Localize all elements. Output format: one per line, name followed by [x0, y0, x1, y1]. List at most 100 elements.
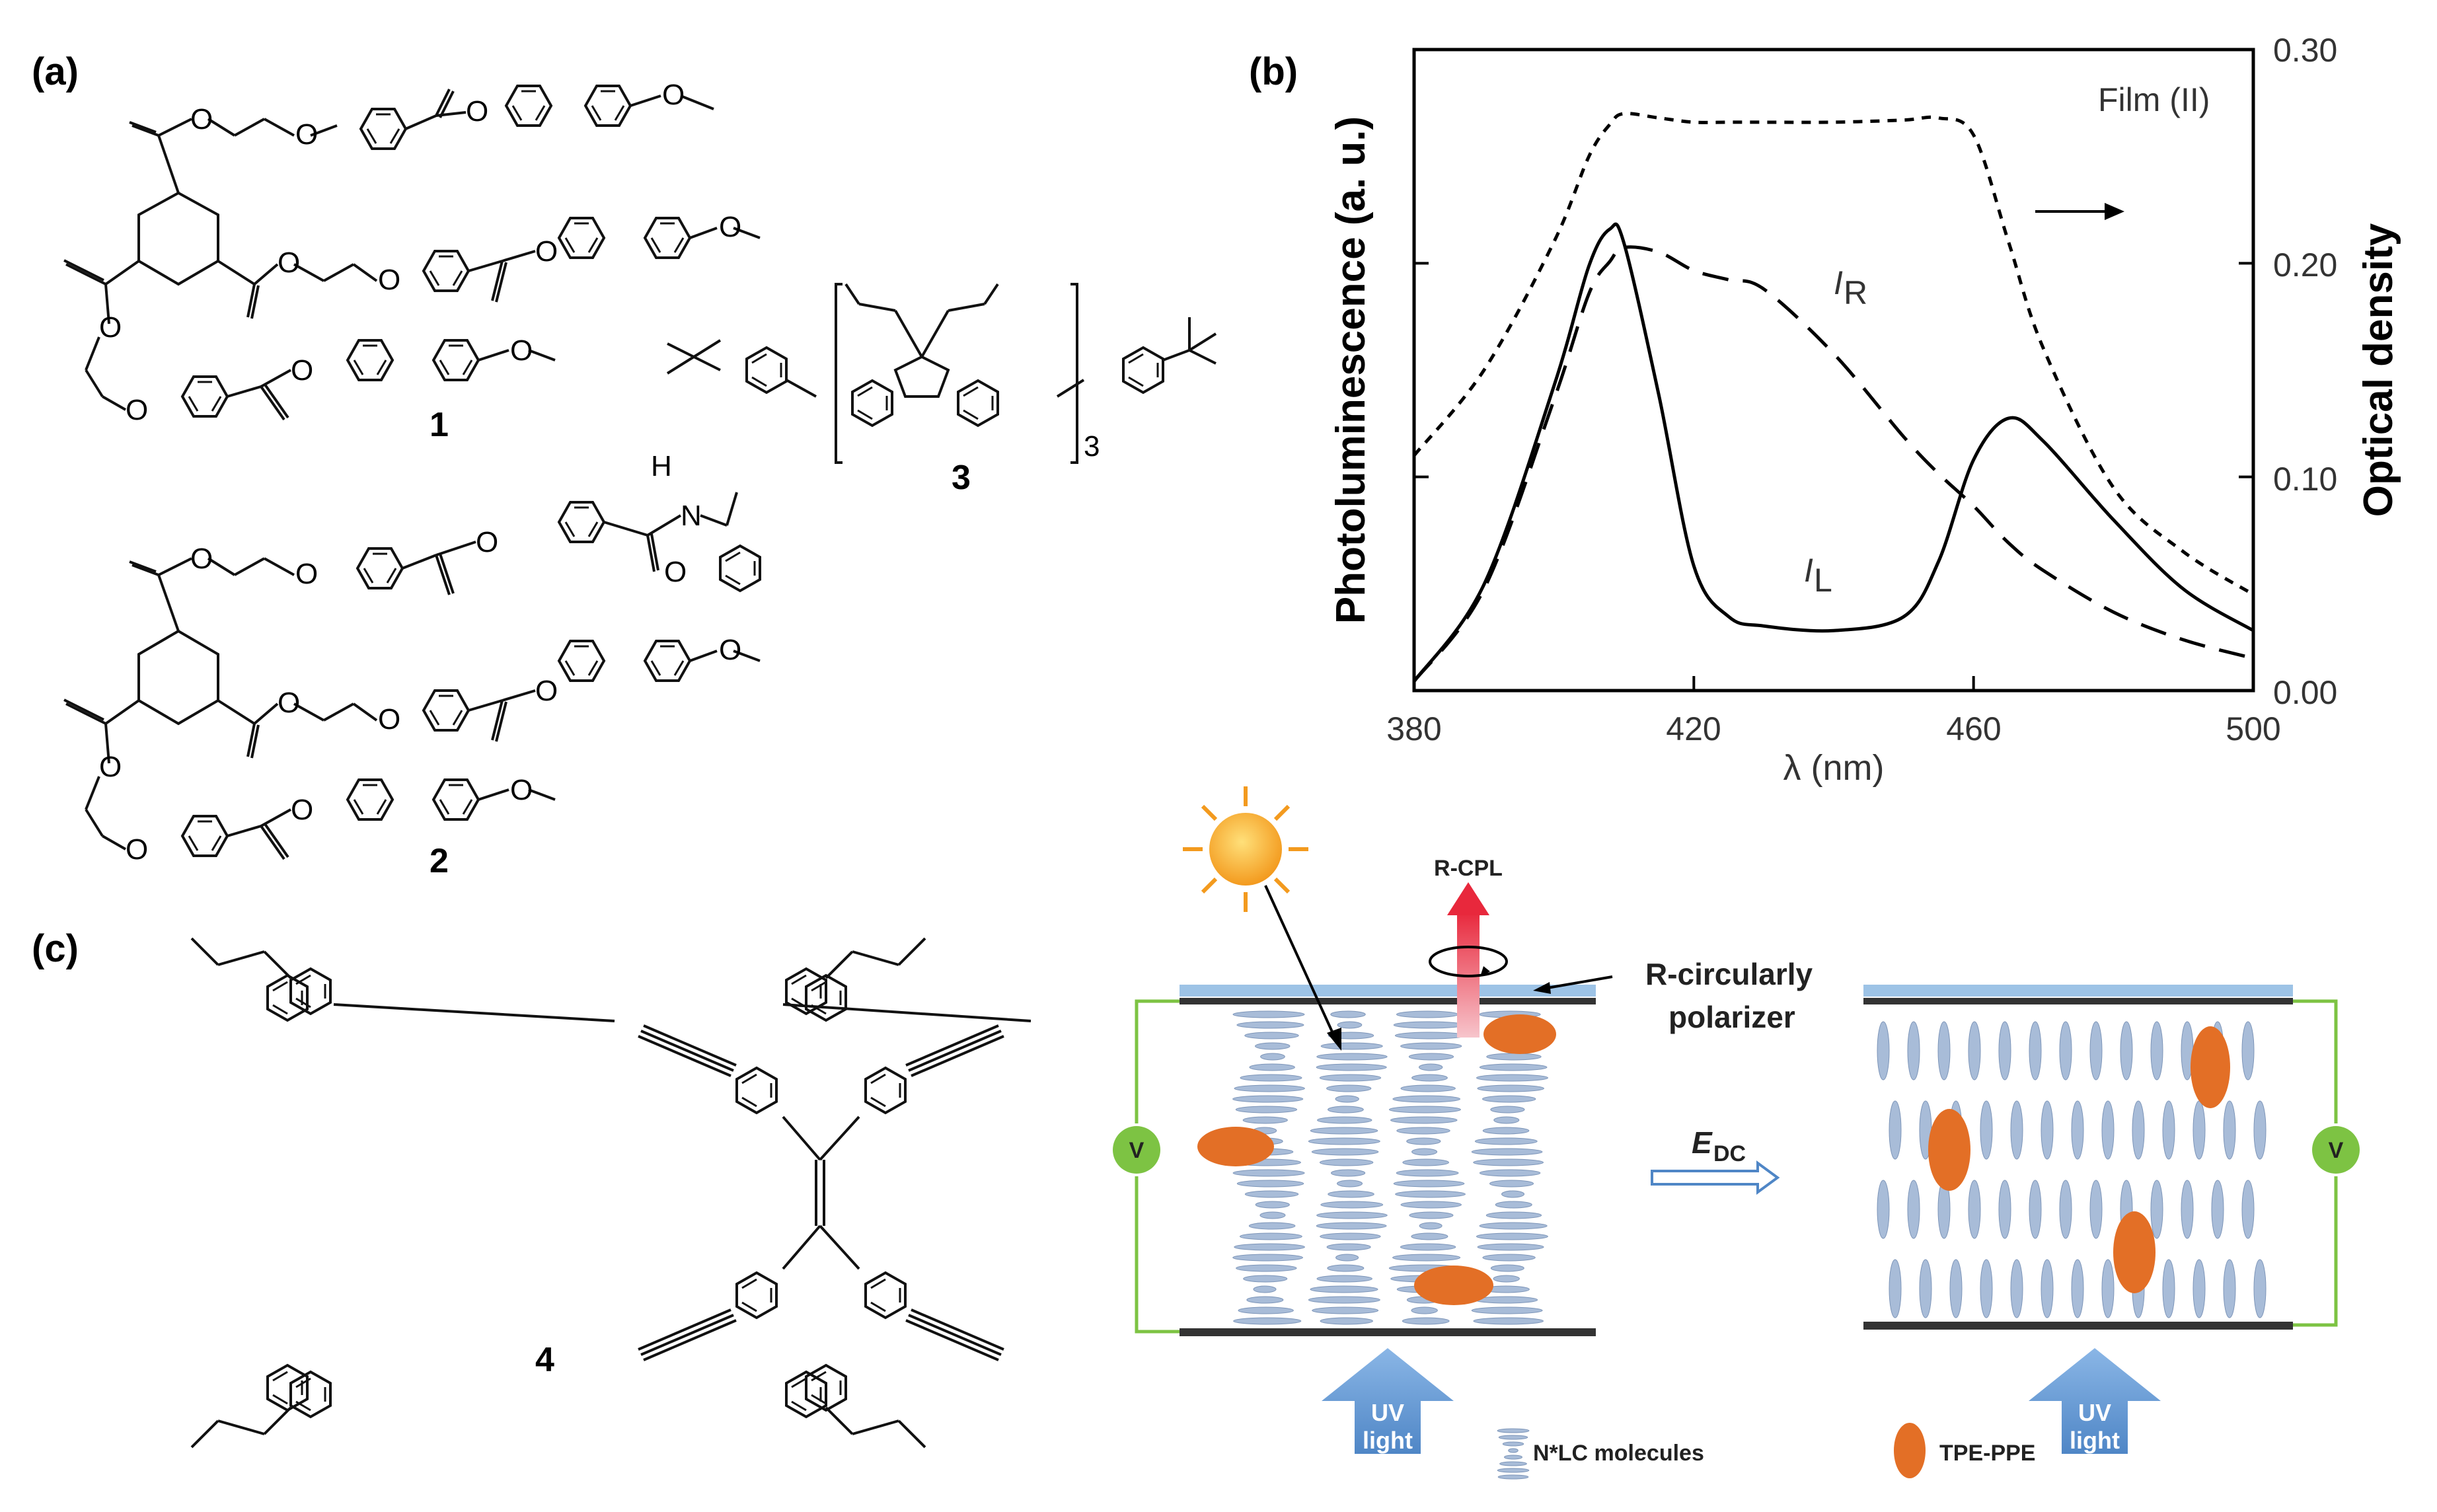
bottom-electrode-left	[1180, 1328, 1596, 1336]
lc-disk	[1390, 1116, 1458, 1124]
panel-b: (b) 380 420 460 500 0.00 0.10 0.20 0.30 …	[1249, 32, 2401, 788]
lc-molecule	[1998, 1021, 2011, 1080]
lc-disk	[1400, 1201, 1462, 1209]
lc-molecule	[2162, 1259, 2175, 1318]
polarizer-label-2: polarizer	[1668, 1000, 1795, 1034]
legend-lc-disk	[1504, 1455, 1522, 1460]
lc-disk	[1236, 1180, 1304, 1188]
lc-disk	[1493, 1275, 1520, 1283]
lc-disk	[1326, 1243, 1371, 1251]
x-tick-label: 380	[1386, 710, 1441, 747]
lc-molecule	[1968, 1021, 1981, 1080]
y-axis-title-left: Photoluminescence (a. u.)	[1328, 116, 1374, 624]
lc-molecule	[2089, 1180, 2103, 1239]
compound-4-number: 4	[535, 1341, 554, 1379]
lc-helices	[1232, 1010, 1548, 1325]
atom-o: O	[126, 394, 148, 426]
lc-disk	[1418, 1063, 1443, 1071]
atom-o: O	[662, 79, 685, 111]
legend-lc-icon	[1497, 1428, 1530, 1480]
lc-molecule	[1877, 1180, 1890, 1239]
dye-molecule	[1483, 1014, 1556, 1054]
y-tick-label: 0.10	[2273, 461, 2337, 498]
lc-disk	[1477, 1243, 1544, 1251]
compound-3-number: 3	[952, 459, 971, 497]
atom-o: O	[99, 751, 122, 783]
lc-molecule	[2253, 1100, 2267, 1160]
lc-molecule	[2089, 1021, 2103, 1080]
lc-disk	[1411, 1148, 1438, 1156]
wire	[1135, 999, 1180, 1123]
lc-disk	[1238, 1306, 1294, 1314]
lc-disk	[1490, 1264, 1524, 1272]
atom-o: O	[476, 526, 498, 558]
molecule-2	[63, 492, 761, 860]
lc-molecule	[2101, 1100, 2115, 1160]
lc-disk	[1396, 1169, 1459, 1177]
lc-molecule	[1980, 1259, 1993, 1318]
lc-disk	[1240, 1074, 1302, 1082]
lc-disk	[1236, 1021, 1304, 1029]
lc-disk	[1319, 1074, 1382, 1082]
lc-disk	[1473, 1158, 1544, 1166]
lc-disk	[1490, 1106, 1525, 1114]
molecule-2-atoms: O O O O N H O O O O O O O O 2	[99, 450, 741, 880]
atom-o: O	[278, 246, 300, 279]
lc-disk	[1232, 1169, 1305, 1177]
lc-molecule	[2253, 1259, 2267, 1318]
plot-frame	[1412, 48, 2255, 693]
lc-disk	[1244, 1032, 1299, 1040]
legend-dye-label: TPE-PPE	[1939, 1441, 2035, 1466]
atom-o: O	[719, 211, 741, 243]
legend-lc-disk	[1498, 1435, 1528, 1440]
polarizer-right	[1863, 985, 2293, 997]
lc-molecule	[1919, 1259, 1932, 1318]
molecule-1-atoms: O O O O O O O O O O O O 1	[99, 79, 741, 444]
lc-molecule	[2223, 1100, 2236, 1160]
legend-lc-disk	[1497, 1474, 1529, 1480]
series-lines	[1412, 112, 2255, 683]
il-label-sub: L	[1814, 562, 1832, 599]
sunlight-arrow	[1264, 885, 1336, 1038]
series-line-i-l	[1412, 222, 2255, 683]
lc-disk	[1330, 1010, 1366, 1018]
x-tick-label: 460	[1946, 710, 2001, 747]
lc-molecule	[2211, 1180, 2224, 1239]
repeat-subscript: 3	[1084, 430, 1100, 463]
lc-molecule	[2071, 1100, 2084, 1160]
field-arrow: E DC	[1651, 1125, 1780, 1195]
lc-disk	[1471, 1148, 1543, 1156]
bottom-electrode-right	[1863, 1322, 2293, 1330]
dye-molecule	[1197, 1127, 1274, 1166]
device-schematic: V	[1113, 786, 2360, 1480]
polarizer-left	[1180, 985, 1596, 997]
atom-o: O	[291, 354, 313, 387]
aligned-lc-molecules	[1877, 1021, 2267, 1318]
lc-disk	[1311, 1148, 1379, 1156]
y-axis-title-right: Optical density	[2356, 223, 2401, 517]
lc-disk	[1232, 1095, 1304, 1103]
lc-disk	[1249, 1063, 1295, 1071]
lc-disk	[1310, 1285, 1378, 1293]
lc-molecule	[2010, 1100, 2023, 1160]
lc-disk	[1316, 1063, 1387, 1071]
lc-disk	[1244, 1190, 1299, 1198]
compound-1-number: 1	[430, 406, 449, 444]
lc-disk	[1337, 1021, 1363, 1029]
lc-disk	[1335, 1095, 1359, 1103]
lc-molecule	[2041, 1100, 2054, 1160]
panel-c: (c)	[32, 786, 2360, 1480]
polarizer-label-1: R-circularly	[1645, 957, 1813, 991]
atom-h: H	[651, 450, 672, 482]
lc-molecule	[2150, 1021, 2163, 1080]
lc-disk	[1406, 1137, 1441, 1145]
lc-disk	[1392, 1254, 1461, 1262]
lc-disk	[1473, 1317, 1544, 1325]
lc-disk	[1337, 1180, 1363, 1188]
atom-o: O	[719, 634, 741, 666]
wire	[1135, 1176, 1180, 1334]
legend-lc-disk	[1497, 1468, 1530, 1473]
wire	[2293, 1176, 2338, 1327]
lc-molecule	[2150, 1180, 2163, 1239]
polarizer-pointer	[1539, 975, 1613, 991]
